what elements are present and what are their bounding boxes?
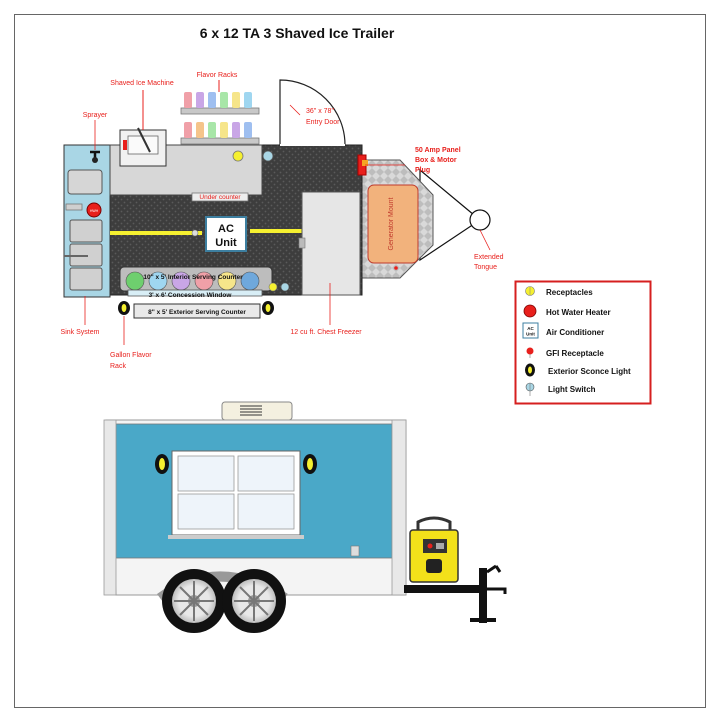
soap-dispenser [65,203,83,211]
legend-label-hot-water-heater: Hot Water Heater [546,308,611,317]
gallon-flavor-label-2: Rack [110,363,126,370]
jack-foot [470,618,496,622]
under-counter-label: Under counter [199,194,241,201]
generator-handle [416,516,452,530]
tongue-jack [479,568,487,623]
panel-label-3: Plug [415,167,430,174]
generator-vent [426,559,442,573]
chest-freezer [301,191,361,296]
generator-gfi-dot [394,266,398,270]
receptacle-icon [268,282,278,292]
exterior-counter-label: 8" x 5' Exterior Serving Counter [148,309,246,316]
window-pane [177,493,235,530]
panel-label-1: 50 Amp Panel [415,147,461,154]
light-switch-icon [280,282,290,292]
window-pane [237,493,295,530]
generator-panel [423,539,447,553]
concession-window [127,289,263,297]
legend-label-sconce: Exterior Sconce Light [548,367,631,376]
gfi-receptacle-icon [526,347,534,355]
sconce-light-icon [118,301,130,315]
ice-machine-switch [123,140,127,150]
roof-ac-vents [240,405,262,416]
flavor-racks [180,80,260,145]
air-conditioner-icon [522,322,539,339]
ac-unit [205,216,247,252]
side-elevation [103,401,507,633]
entry-door-label-2: Entry Door [306,119,340,126]
wheel [222,569,286,633]
hwh-mark: HWH [90,209,99,213]
exterior-outlet [350,545,360,557]
gallon-flavor-rack [125,271,260,291]
generator-mount-label: Generator Mount [388,197,395,250]
entry-door-label-1: 36" x 78" [306,108,334,115]
window-pane [237,455,295,492]
sconce-light-icon [303,454,317,474]
legend-label-light-switch: Light Switch [548,385,596,394]
wheel [162,569,226,633]
generator [409,529,459,583]
ice-machine-lever [137,127,151,153]
legend-ac-icon-text-2: Unit [526,332,535,337]
receptacle-icon [232,150,244,162]
roof-ac-unit [221,401,293,421]
legend-label-gfi: GFI Receptacle [546,349,604,358]
window-pane [177,455,235,492]
sink-system-label: Sink System [61,329,100,336]
generator-mount [367,184,419,264]
flavor-racks-label: Flavor Racks [197,72,238,79]
sconce-light-icon [525,363,535,377]
rear-corner-post [103,419,117,596]
gallon-flavor-label-1: Gallon Flavor [110,352,152,359]
floor-plan: Generator Mount HWH [63,79,491,319]
front-corner-post [391,419,407,596]
ac-unit-label-2: Unit [215,237,237,249]
motor-plug [362,160,368,166]
flavor-bottles-top [184,92,252,108]
sconce-light-icon [262,301,274,315]
chest-freezer-label: 12 cu ft. Chest Freezer [290,329,362,336]
ac-unit-label-1: AC [218,223,234,235]
extended-tongue-label-2: Tongue [474,264,497,271]
panel-label-2: Box & Motor [415,157,457,164]
entry-door-swing [279,79,346,146]
hot-water-heater-icon [86,202,102,218]
hot-water-heater-icon [523,304,537,318]
interior-counter-label: 10" x 5' Interior Serving Counter [143,274,243,281]
leader-lines [84,104,491,345]
concession-window-label: 3' x 6' Concession Window [149,292,233,299]
legend-label-air-conditioner: Air Conditioner [546,328,604,337]
under-counter [191,192,249,202]
flavor-bottles-bottom [184,122,252,138]
extended-tongue-label-1: Extended [474,254,504,261]
light-switch-icon [262,150,274,162]
hand-sink [67,169,103,195]
sprayer-label: Sprayer [83,112,108,119]
shaved-ice-machine-label: Shaved Ice Machine [110,80,174,87]
trailer-tongue [404,585,484,593]
hitch-coupler-side [484,587,507,594]
diagram-title: 6 x 12 TA 3 Shaved Ice Trailer [200,25,395,41]
exterior-serving-counter [133,303,261,319]
legend-box [514,280,652,405]
sink-basin-3 [69,267,103,291]
legend-label-receptacles: Receptacles [546,288,593,297]
legend: Receptacles Hot Water Heater AC Unit Air… [514,280,652,405]
hitch-coupler [469,209,491,231]
sink-basin-1 [69,219,103,243]
legend-ac-icon-text-1: AC [527,326,534,331]
sconce-light-icon [155,454,169,474]
jack-crank [486,564,502,574]
page-border [14,14,706,708]
exterior-counter-ledge [168,535,304,539]
freezer-handle [298,237,306,249]
sprayer-base [92,157,98,163]
conduit-end [191,229,199,237]
